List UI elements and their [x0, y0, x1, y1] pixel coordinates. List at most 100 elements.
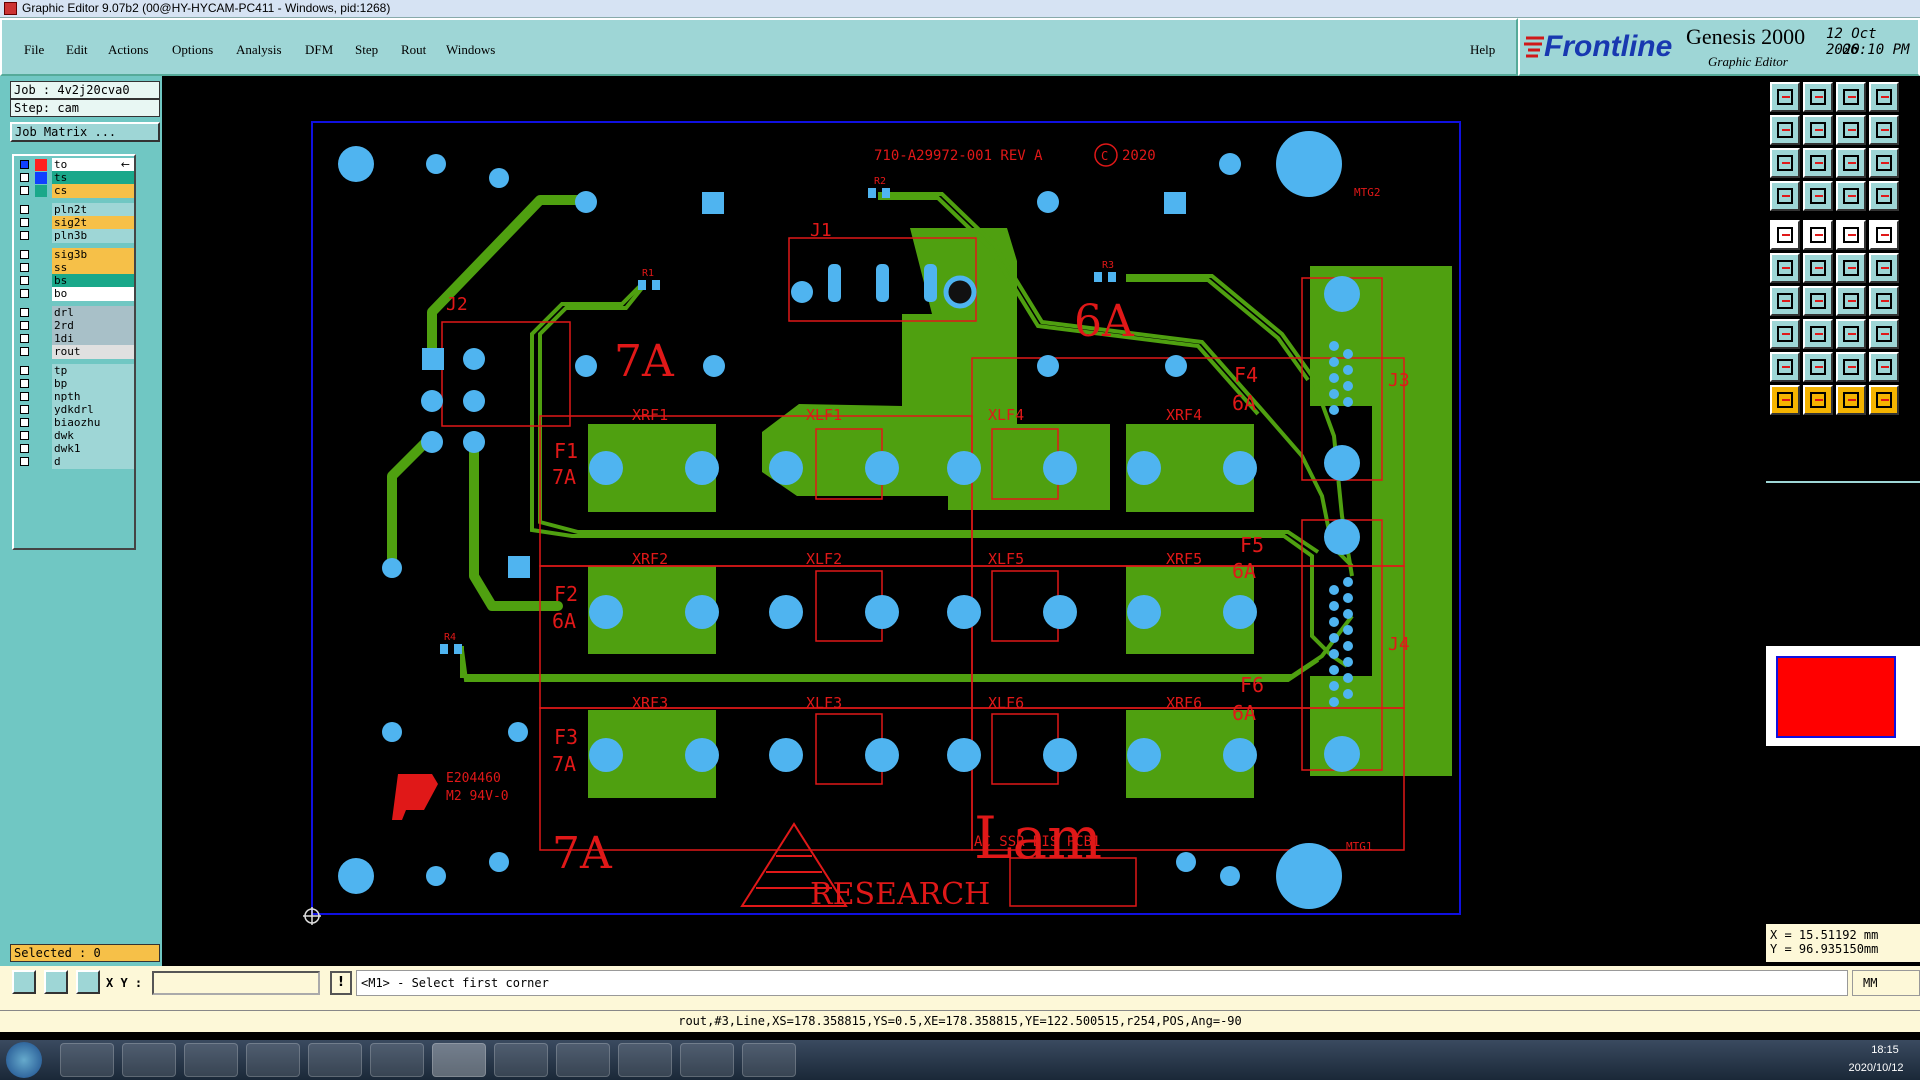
taskbar-app-save-icon[interactable] [122, 1043, 176, 1077]
layer-row-ts[interactable]: ts [16, 171, 134, 185]
layer-checkbox[interactable] [20, 418, 29, 427]
path-icon[interactable] [1869, 286, 1899, 316]
layer-checkbox[interactable] [20, 334, 29, 343]
layer-row-d[interactable]: d [16, 455, 134, 469]
layer-color-swatch[interactable] [35, 217, 47, 229]
rotate-icon[interactable] [1836, 286, 1866, 316]
pcb-drawing[interactable]: 710-A29972-001 REV A C 2020 J1 J2 J3 J4 … [162, 76, 1766, 966]
taskbar-app-genesis-icon[interactable] [432, 1043, 486, 1077]
layer-color-swatch[interactable] [35, 346, 47, 358]
pointer2-icon[interactable] [1803, 385, 1833, 415]
stretch-icon[interactable] [1836, 319, 1866, 349]
layer-checkbox[interactable] [20, 231, 29, 240]
layer-color-swatch[interactable] [35, 204, 47, 216]
fill-icon[interactable] [1770, 220, 1800, 250]
layer-row-tp[interactable]: tp [16, 364, 134, 378]
layer-name[interactable]: drl [52, 306, 134, 320]
probe-icon[interactable] [1803, 181, 1833, 211]
taskbar-app-red-icon[interactable] [184, 1043, 238, 1077]
layer-color-swatch[interactable] [35, 172, 47, 184]
taskbar-app-arrow-icon[interactable] [680, 1043, 734, 1077]
layer-checkbox[interactable] [20, 379, 29, 388]
grid-snap-icon[interactable] [76, 970, 100, 994]
layer-checkbox[interactable] [20, 347, 29, 356]
snap-icon[interactable] [1869, 115, 1899, 145]
layer-name[interactable]: sig2t [52, 216, 134, 230]
layer-color-swatch[interactable] [35, 404, 47, 416]
clock-time[interactable]: 18:15 [1871, 1044, 1899, 1056]
layer-color-swatch[interactable] [35, 249, 47, 261]
layer-color-swatch[interactable] [35, 185, 47, 197]
layer-name[interactable]: cs [52, 184, 134, 198]
step-icon[interactable] [1836, 115, 1866, 145]
layer-name[interactable]: ts [52, 171, 134, 185]
layer-name[interactable]: ydkdrl [52, 403, 134, 417]
layer-checkbox[interactable] [20, 457, 29, 466]
start-button[interactable] [6, 1042, 42, 1078]
layer-row-bo[interactable]: bo [16, 287, 134, 301]
layer-checkbox[interactable] [20, 308, 29, 317]
layer-checkbox[interactable] [20, 431, 29, 440]
taskbar-app-excel-icon[interactable] [494, 1043, 548, 1077]
layer-row-pln3b[interactable]: pln3b [16, 229, 134, 243]
layer-name[interactable]: tp [52, 364, 134, 378]
select-mode-icon[interactable] [12, 970, 36, 994]
layer-row-ydkdrl[interactable]: ydkdrl [16, 403, 134, 417]
layout-icon[interactable] [1869, 82, 1899, 112]
layer-name[interactable]: 1di [52, 332, 134, 346]
layer-checkbox[interactable] [20, 289, 29, 298]
menu-dfm[interactable]: DFM [305, 42, 334, 57]
arch-icon[interactable] [1836, 352, 1866, 382]
layer-checkbox[interactable] [20, 205, 29, 214]
layer-color-swatch[interactable] [35, 391, 47, 403]
layer-checkbox[interactable] [20, 366, 29, 375]
layer-name[interactable]: d [52, 455, 134, 469]
pointer-icon[interactable] [1770, 385, 1800, 415]
layer-row-pln2t[interactable]: pln2t [16, 203, 134, 217]
move2-icon[interactable] [1869, 253, 1899, 283]
layer-row-dwk1[interactable]: dwk1 [16, 442, 134, 456]
layer-color-swatch[interactable] [35, 378, 47, 390]
job-matrix-button[interactable]: Job Matrix ... [10, 122, 160, 142]
layer-color-swatch[interactable] [35, 230, 47, 242]
layer-name[interactable]: biaozhu [52, 416, 134, 430]
arch2-icon[interactable] [1869, 352, 1899, 382]
layer-color-swatch[interactable] [35, 417, 47, 429]
layer-row-drl[interactable]: drl [16, 306, 134, 320]
layer-checkbox[interactable] [20, 263, 29, 272]
layer-checkbox[interactable] [20, 173, 29, 182]
layer-row-bs[interactable]: bs [16, 274, 134, 288]
layer-color-swatch[interactable] [35, 333, 47, 345]
layer-name[interactable]: ss [52, 261, 134, 275]
layer-name[interactable]: pln2t [52, 203, 134, 217]
layer-name[interactable]: bp [52, 377, 134, 391]
pan-right-icon[interactable] [1803, 115, 1833, 145]
alert-button[interactable]: ! [330, 971, 352, 995]
home-icon[interactable] [1836, 82, 1866, 112]
dot-icon[interactable] [1869, 220, 1899, 250]
move-icon[interactable] [1836, 253, 1866, 283]
ratio-icon[interactable] [1836, 148, 1866, 178]
layer-checkbox[interactable] [20, 276, 29, 285]
menu-windows[interactable]: Windows [446, 42, 496, 57]
layer-name[interactable]: npth [52, 390, 134, 404]
taskbar-app-notes-icon[interactable] [308, 1043, 362, 1077]
layer-color-swatch[interactable] [35, 159, 47, 171]
taskbar-app-word-icon[interactable] [618, 1043, 672, 1077]
layer-color-swatch[interactable] [35, 443, 47, 455]
layer-checkbox[interactable] [20, 321, 29, 330]
layer-name[interactable]: to [52, 158, 134, 172]
layer-checkbox[interactable] [20, 250, 29, 259]
zoom-out-icon[interactable] [1803, 82, 1833, 112]
menu-edit[interactable]: Edit [66, 42, 88, 57]
taskbar-app-calc-icon[interactable] [742, 1043, 796, 1077]
arrow-up-icon[interactable] [1803, 352, 1833, 382]
clock-date[interactable]: 2020/10/12 [1848, 1062, 1904, 1074]
redraw-icon[interactable] [1770, 181, 1800, 211]
menu-options[interactable]: Options [172, 42, 214, 57]
layer-color-swatch[interactable] [35, 320, 47, 332]
layer-row-sig3b[interactable]: sig3b [16, 248, 134, 262]
menu-analysis[interactable]: Analysis [236, 42, 282, 57]
taskbar-app-green-icon[interactable] [246, 1043, 300, 1077]
menu-file[interactable]: File [24, 42, 45, 57]
